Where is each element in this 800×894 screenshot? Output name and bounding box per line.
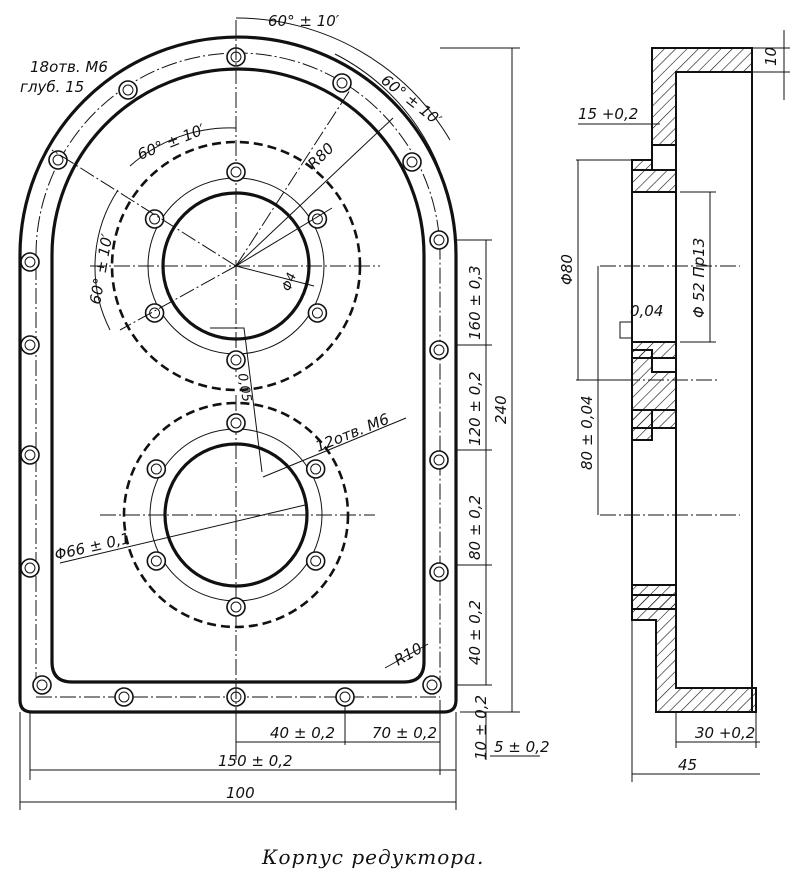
side-tol-004-label: 0,04	[630, 302, 663, 320]
bore-hole-thread	[230, 354, 242, 366]
side-dim-80-label: 80 ± 0,04	[578, 395, 596, 470]
side-dim-30-label: 30 +0,2	[695, 724, 755, 742]
dim-100-label: 100	[226, 784, 255, 802]
dim-70-label: 70 ± 0,2	[372, 724, 437, 742]
radius-corner-label: R10	[391, 639, 426, 669]
side-dim-phi52-label: Φ 52 Пр13	[690, 238, 708, 318]
front-vertical-dims	[440, 47, 520, 760]
dim-240-label: 240	[492, 395, 510, 424]
housing-outer-contour	[18, 35, 458, 714]
section-upper-wall	[631, 47, 753, 171]
front-view	[18, 17, 458, 740]
perimeter-hole-thread	[433, 344, 445, 356]
perimeter-hole	[20, 558, 40, 578]
bore-hole-thread	[150, 463, 162, 475]
bore-hole-thread	[310, 463, 322, 475]
perimeter-hole	[402, 152, 422, 172]
bore-hole-thread	[150, 555, 162, 567]
perimeter-hole	[20, 445, 40, 465]
bore-hole	[305, 551, 326, 571]
dim-160-label: 160 ± 0,3	[466, 265, 484, 340]
perimeter-hole-thread	[24, 449, 36, 461]
bore-hole	[144, 303, 165, 323]
side-dim-45-label: 45	[678, 756, 697, 774]
dim-80-label: 80 ± 0,2	[466, 495, 484, 560]
inner-holes-label: 12отв. М6	[313, 410, 392, 456]
perimeter-hole-thread	[339, 691, 351, 703]
perimeter-hole-thread	[118, 691, 130, 703]
perimeter-hole-thread	[336, 77, 348, 89]
side-dim-15-label: 15 +0,2	[578, 105, 638, 123]
bore-hole-thread	[230, 417, 242, 429]
dim-150-label: 150 ± 0,2	[218, 752, 293, 770]
dim-10-label: 10 ± 0,2	[472, 695, 490, 760]
lower-bore-holes	[146, 413, 326, 617]
dim-5-label: 5 ± 0,2	[494, 738, 550, 756]
perimeter-hole-thread	[433, 566, 445, 578]
dia-small-label: Φ4	[280, 271, 300, 294]
perimeter-holes	[20, 47, 449, 707]
bore-hole-thread	[310, 555, 322, 567]
bolt-circle-dia-label: Φ66 ± 0,1	[53, 529, 132, 564]
dim-40h-label: 40 ± 0,2	[270, 724, 335, 742]
dim-40v-label: 40 ± 0,2	[466, 600, 484, 665]
side-view	[600, 47, 757, 713]
perimeter-hole-thread	[426, 679, 438, 691]
perimeter-hole	[114, 687, 134, 707]
perimeter-hole-thread	[433, 454, 445, 466]
perimeter-hole	[429, 450, 449, 470]
side-view-dims	[576, 30, 790, 782]
bore-hole	[226, 350, 246, 370]
bore-hole-thread	[311, 307, 323, 319]
perimeter-hole	[335, 687, 355, 707]
front-horizontal-dims	[19, 700, 457, 810]
outer-holes-depth-label: глуб. 15	[20, 78, 84, 96]
perimeter-hole	[422, 675, 442, 695]
perimeter-hole	[20, 252, 40, 272]
perimeter-hole-thread	[406, 156, 418, 168]
angle-inner-label: 60° ± 10′	[135, 120, 208, 164]
perimeter-hole-thread	[433, 234, 445, 246]
perimeter-hole	[48, 150, 68, 170]
perimeter-hole-thread	[24, 256, 36, 268]
drawing-caption: Корпус редуктора.	[261, 845, 484, 869]
bore-hole	[226, 162, 246, 182]
perimeter-hole	[20, 335, 40, 355]
bolt-center-line	[35, 52, 441, 688]
bore-hole	[146, 551, 167, 571]
side-dim-10-label: 10	[762, 47, 780, 66]
perimeter-hole	[429, 230, 449, 250]
bore-hole-thread	[149, 307, 161, 319]
perimeter-hole-thread	[36, 679, 48, 691]
side-dim-phi80-label: Φ80	[558, 254, 576, 285]
bore-hole-thread	[230, 166, 242, 178]
perimeter-hole-thread	[24, 562, 36, 574]
radius-outer-label: R80	[304, 139, 338, 173]
perimeter-hole	[429, 340, 449, 360]
bore-hole	[226, 597, 246, 617]
housing-inner-contour	[50, 67, 426, 684]
dim-120-label: 120 ± 0,2	[466, 371, 484, 446]
perimeter-hole	[332, 73, 352, 93]
perimeter-hole-thread	[52, 154, 64, 166]
bore-hole	[144, 209, 165, 229]
bore-hole	[226, 413, 246, 433]
perimeter-hole	[118, 80, 138, 100]
dia-inner-cut-label: 0,05	[234, 372, 254, 403]
outer-holes-label: 18отв. М6	[30, 58, 108, 76]
bore-hole	[305, 459, 326, 479]
bore-hole-thread	[311, 213, 323, 225]
bore-hole-thread	[149, 213, 161, 225]
perimeter-hole-thread	[24, 339, 36, 351]
bore-hole-thread	[230, 601, 242, 613]
perimeter-hole	[429, 562, 449, 582]
angle-top-label: 60° ± 10′	[268, 12, 340, 30]
perimeter-hole-thread	[122, 84, 134, 96]
bore-hole	[146, 459, 167, 479]
perimeter-hole	[32, 675, 52, 695]
bore-hole	[307, 303, 328, 323]
